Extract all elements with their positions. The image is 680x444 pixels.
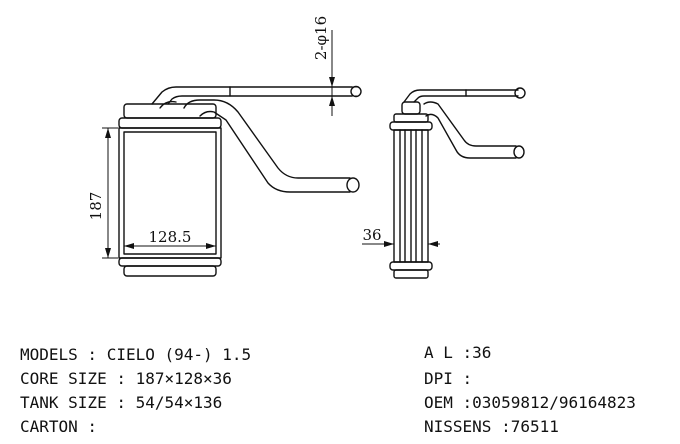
- depth-label: 36: [362, 226, 381, 244]
- pipe-dimension: [326, 30, 358, 116]
- spec-dpi: DPI :: [424, 369, 473, 388]
- width-dimension: [124, 243, 216, 249]
- spec-carton: CARTON :: [20, 417, 98, 436]
- depth-dimension: [362, 241, 440, 247]
- spec-oem: OEM :03059812/96164823: [424, 393, 636, 412]
- spec-nissens: NISSENS :76511: [424, 417, 559, 436]
- height-dimension: [102, 127, 118, 259]
- spec-al: A L :36: [424, 343, 492, 362]
- pipe-label: 2-φ16: [312, 16, 330, 60]
- front-view: [118, 85, 362, 277]
- height-label: 187: [87, 192, 105, 221]
- width-label: 128.5: [149, 228, 192, 246]
- spec-core-size: CORE SIZE : 187×128×36: [20, 369, 232, 388]
- spec-tank-size: TANK SIZE : 54/54×136: [20, 393, 223, 412]
- side-view: [389, 87, 526, 279]
- spec-models: MODELS : CIELO (94-) 1.5: [20, 345, 252, 364]
